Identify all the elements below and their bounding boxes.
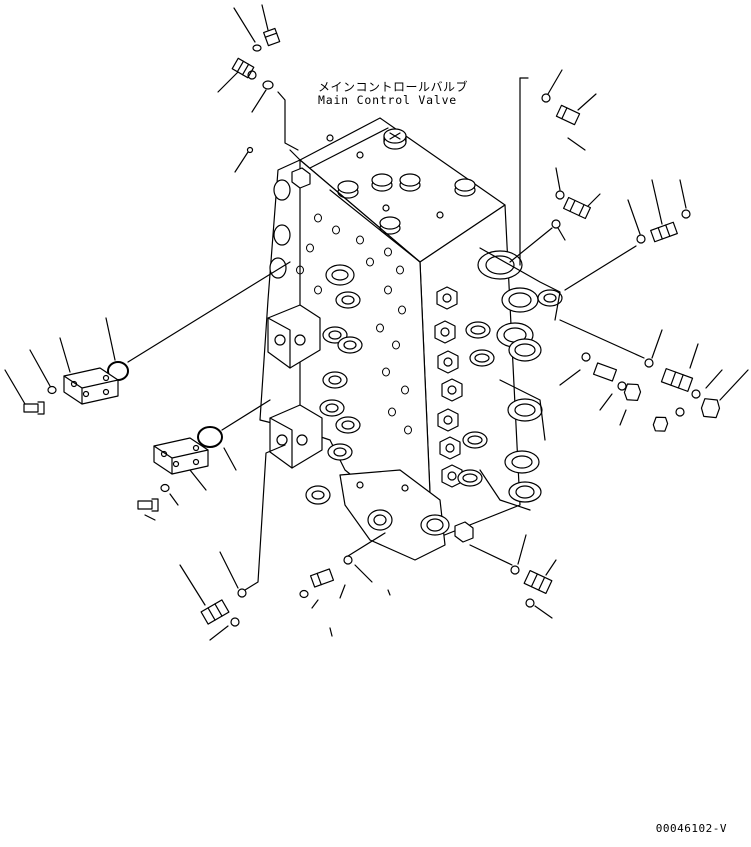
title-english: Main Control Valve: [318, 93, 458, 107]
top-right-fittings: [509, 69, 601, 266]
bottom-right-fitting: [469, 534, 557, 619]
bottom-outlet-block: [305, 469, 474, 561]
top-left-fitting: [217, 4, 299, 173]
bottom-fittings: [299, 532, 391, 637]
left-side-seals-and-plates: [4, 261, 291, 521]
right-solenoid-stack: [477, 247, 563, 511]
left-face-ports: [296, 213, 412, 435]
title-japanese: メインコントロールバルブ: [318, 80, 469, 94]
bottom-left-fitting: [179, 444, 286, 641]
top-plugs: [326, 128, 476, 235]
right-face-plugs: [434, 286, 495, 488]
right-fitting-group: [559, 179, 749, 432]
left-spool-caps: [267, 167, 363, 469]
drawing-number: 00046102-V: [655, 822, 727, 835]
